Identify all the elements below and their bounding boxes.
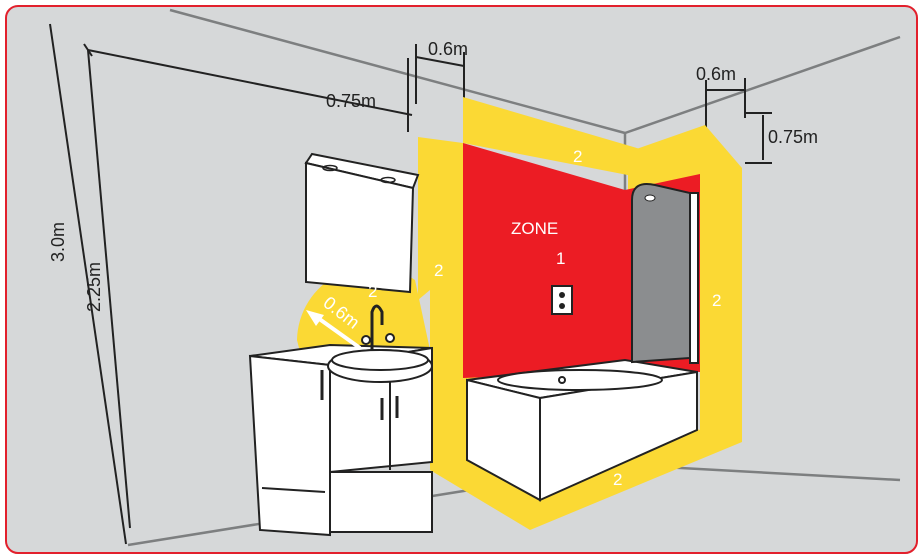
ceiling-depth-right-label: 0.6m	[696, 64, 736, 84]
zone-height-right-label: 0.75m	[768, 127, 818, 147]
zone-height-label: 2.25m	[84, 262, 104, 312]
shower-control	[552, 286, 572, 314]
zone-1-title: ZONE	[511, 219, 558, 238]
shower-screen	[632, 184, 698, 363]
zone-1-number: 1	[556, 249, 565, 268]
zone-width-left-label: 0.75m	[326, 91, 376, 111]
ceiling-depth-left-label: 0.6m	[428, 39, 468, 59]
zone-2-label-left-wall: 2	[434, 261, 443, 280]
room-height-label: 3.0m	[48, 222, 68, 262]
zone-2-label-basin: 2	[368, 282, 377, 301]
zone-2-label-ceiling: 2	[573, 147, 582, 166]
mirror-cabinet	[306, 154, 418, 292]
zone-2-label-right-wall: 2	[712, 291, 721, 310]
zone-2-label-floor: 2	[613, 470, 622, 489]
